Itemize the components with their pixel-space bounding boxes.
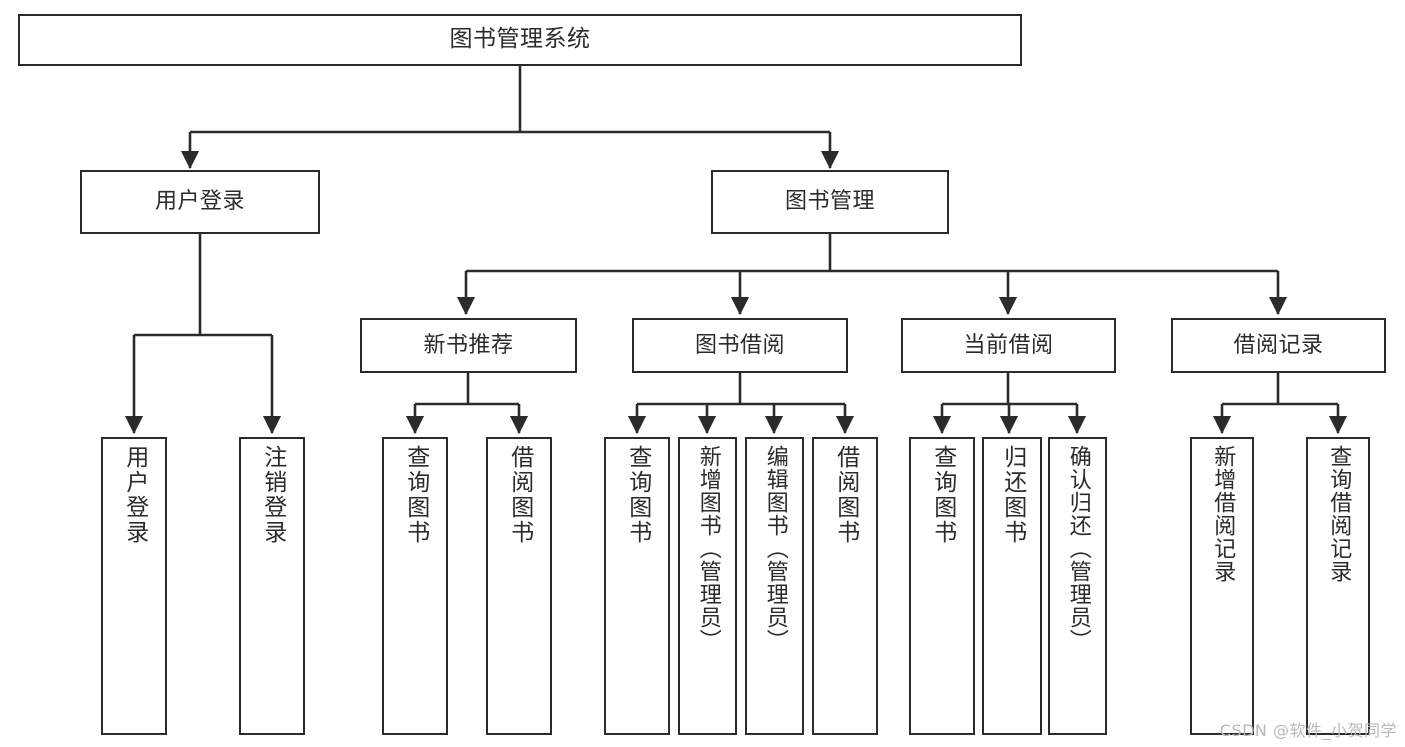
node-leaf-add-book-label: 新增图书（管理员） (695, 445, 721, 652)
node-new-book-rec-label: 新书推荐 (423, 332, 514, 358)
node-leaf-confirm-return-label: 确认归还（管理员） (1065, 445, 1091, 652)
node-leaf-add-book[interactable]: 新增图书（管理员） (678, 437, 737, 735)
node-user-login[interactable]: 用户登录 (80, 170, 320, 234)
node-leaf-borrow-book-2-label: 借阅图书 (832, 445, 859, 545)
node-book-manage-label: 图书管理 (784, 189, 875, 215)
node-leaf-add-record[interactable]: 新增借阅记录 (1190, 437, 1254, 735)
node-leaf-user-login[interactable]: 用户登录 (101, 437, 167, 735)
node-user-login-label: 用户登录 (154, 189, 245, 215)
node-leaf-user-login-label: 用户登录 (121, 445, 148, 545)
node-leaf-query-book-3-label: 查询图书 (929, 445, 956, 545)
node-leaf-confirm-return[interactable]: 确认归还（管理员） (1048, 437, 1107, 735)
node-leaf-add-record-label: 新增借阅记录 (1210, 445, 1236, 583)
node-borrow-record[interactable]: 借阅记录 (1171, 318, 1386, 373)
node-leaf-borrow-book-1[interactable]: 借阅图书 (486, 437, 552, 735)
node-leaf-query-book-1-label: 查询图书 (402, 445, 429, 545)
node-leaf-logout-label: 注销登录 (259, 445, 286, 545)
node-leaf-edit-book[interactable]: 编辑图书（管理员） (745, 437, 804, 735)
node-leaf-borrow-book-1-label: 借阅图书 (506, 445, 533, 545)
node-current-borrow[interactable]: 当前借阅 (901, 318, 1116, 373)
node-leaf-query-book-3[interactable]: 查询图书 (909, 437, 975, 735)
node-leaf-query-record[interactable]: 查询借阅记录 (1306, 437, 1370, 735)
node-new-book-rec[interactable]: 新书推荐 (360, 318, 577, 373)
node-leaf-borrow-book-2[interactable]: 借阅图书 (812, 437, 878, 735)
node-current-borrow-label: 当前借阅 (963, 332, 1054, 358)
node-leaf-return-book-label: 归还图书 (999, 445, 1026, 545)
node-book-manage[interactable]: 图书管理 (711, 170, 949, 234)
node-leaf-edit-book-label: 编辑图书（管理员） (762, 445, 788, 652)
node-root-label: 图书管理系统 (449, 26, 591, 53)
node-borrow-record-label: 借阅记录 (1233, 332, 1324, 358)
node-leaf-query-book-1[interactable]: 查询图书 (382, 437, 448, 735)
node-leaf-query-book-2[interactable]: 查询图书 (604, 437, 670, 735)
node-book-borrow[interactable]: 图书借阅 (632, 318, 848, 373)
node-leaf-query-record-label: 查询借阅记录 (1326, 445, 1352, 583)
csdn-watermark: CSDN @软件_小贺同学 (1219, 721, 1397, 740)
node-leaf-query-book-2-label: 查询图书 (624, 445, 651, 545)
node-leaf-logout[interactable]: 注销登录 (239, 437, 305, 735)
node-book-borrow-label: 图书借阅 (694, 332, 785, 358)
node-leaf-return-book[interactable]: 归还图书 (982, 437, 1042, 735)
node-root[interactable]: 图书管理系统 (18, 14, 1022, 66)
